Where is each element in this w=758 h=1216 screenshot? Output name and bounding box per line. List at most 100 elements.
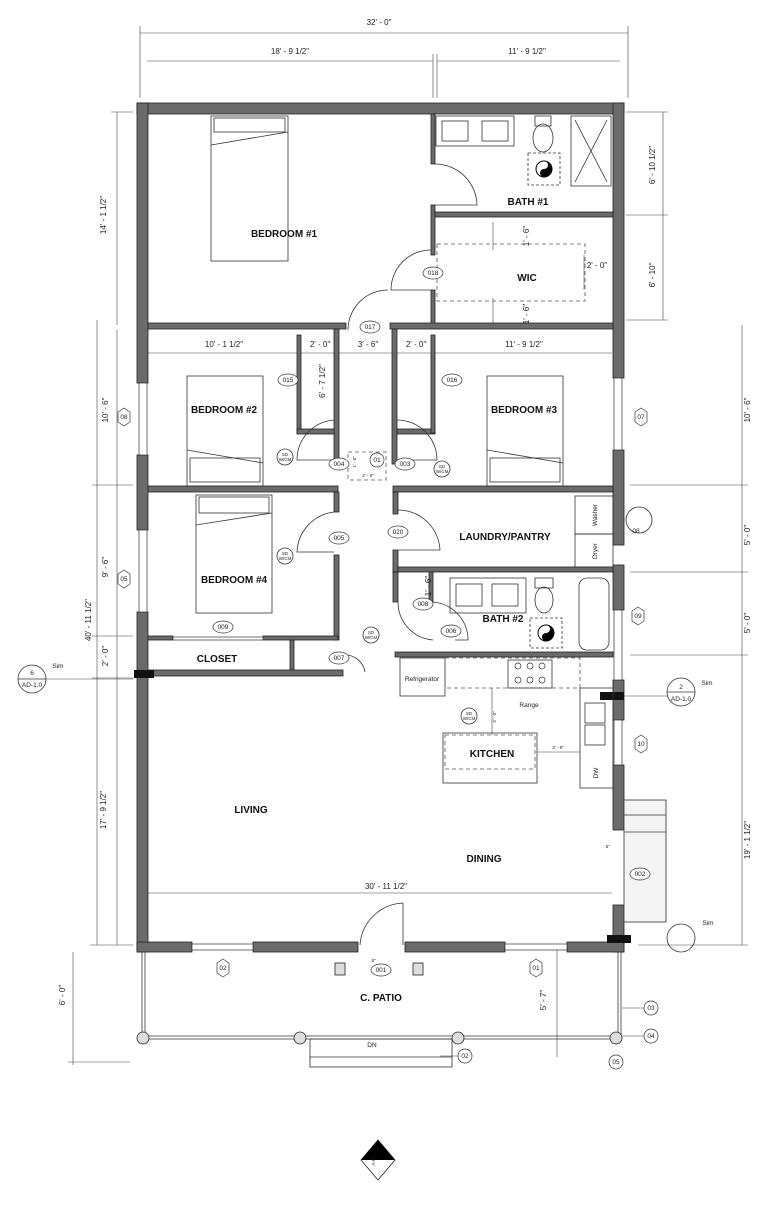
door-swings (296, 163, 478, 946)
dryer-label: Dryer (592, 542, 599, 559)
svg-text:5' - 0": 5' - 0" (743, 525, 752, 546)
svg-text:05: 05 (612, 1059, 620, 1066)
washer-label: Washer (592, 503, 599, 526)
window-tag: 08 (120, 414, 128, 421)
window-tag: 01 (532, 965, 540, 972)
room-bedroom3: BEDROOM #3 (491, 405, 558, 416)
svg-text:5' - 0": 5' - 0" (743, 613, 752, 634)
svg-text:04: 04 (647, 1033, 655, 1040)
room-wic: WIC (517, 273, 536, 284)
room-kitchen: KITCHEN (470, 749, 514, 760)
window-tag-labels: 08 07 05 09 10 02 01 08 (120, 414, 645, 972)
svg-text:Sim: Sim (701, 680, 712, 687)
window-tag: 02 (219, 965, 227, 972)
door-tag: 009 (218, 624, 229, 631)
svg-text:10' - 6": 10' - 6" (101, 397, 110, 422)
svg-text:03: 03 (647, 1005, 655, 1012)
svg-text:18' - 9 1/2": 18' - 9 1/2" (271, 47, 309, 56)
door-tag: 018 (428, 270, 439, 277)
room-bath2: BATH #2 (483, 614, 524, 625)
svg-text:SD: SD (368, 630, 375, 635)
svg-text:2' - 0": 2' - 0" (310, 340, 331, 349)
svg-text:19' - 1 1/2": 19' - 1 1/2" (743, 821, 752, 859)
svg-text:Sim: Sim (702, 920, 713, 927)
svg-text:.5": .5" (370, 958, 376, 963)
svg-text:9' - 6": 9' - 6" (101, 557, 110, 578)
svg-text:2' - 0": 2' - 0" (587, 261, 608, 270)
svg-text:6' - 0": 6' - 0" (58, 985, 67, 1006)
north-arrow-icon: A-0 (360, 1139, 396, 1181)
svg-text:Sim: Sim (52, 663, 63, 670)
svg-text:1' - 6": 1' - 6" (522, 226, 531, 247)
refrigerator-label: Refrigerator (405, 676, 440, 683)
door-tag: 020 (393, 529, 404, 536)
svg-text:AD-1.0: AD-1.0 (671, 696, 692, 703)
door-tag: 003 (400, 461, 411, 468)
room-laundry: LAUNDRY/PANTRY (459, 532, 551, 543)
svg-text:3' - 0": 3' - 0" (492, 711, 497, 723)
svg-text:02: 02 (461, 1053, 469, 1060)
smoke-detectors: SDW/CM SDW/CM SDW/CM SDW/CM SDW/CM (276, 448, 478, 725)
svg-text:A-0: A-0 (371, 1158, 376, 1166)
svg-text:30' - 11 1/2": 30' - 11 1/2" (365, 882, 407, 891)
window-tag: 05 (120, 576, 128, 583)
door-tag: 017 (365, 324, 376, 331)
svg-text:11' - 9 1/2": 11' - 9 1/2" (505, 340, 543, 349)
dimension-lines (68, 26, 748, 1065)
door-tag: 007 (334, 655, 345, 662)
svg-text:6: 6 (30, 670, 34, 677)
svg-text:6' - 10": 6' - 10" (648, 262, 657, 287)
room-bedroom2: BEDROOM #2 (191, 405, 258, 416)
room-bedroom1: BEDROOM #1 (251, 229, 318, 240)
svg-text:AD-1.0: AD-1.0 (22, 682, 43, 689)
room-bath1: BATH #1 (508, 197, 549, 208)
svg-text:W/CM: W/CM (365, 635, 378, 640)
svg-text:1' - 6": 1' - 6" (522, 304, 531, 325)
svg-text:2: 2 (679, 684, 683, 691)
door-tag: 002 (635, 871, 646, 878)
svg-text:10' - 6": 10' - 6" (743, 397, 752, 422)
svg-text:SD: SD (282, 551, 289, 556)
door-tag: 006 (446, 628, 457, 635)
svg-text:17' - 9 1/2": 17' - 9 1/2" (99, 791, 108, 829)
window-tags (117, 407, 648, 978)
svg-text:SD: SD (439, 464, 446, 469)
svg-text:W/CM: W/CM (279, 556, 292, 561)
section-marker-left: 6 AD-1.0 Sim (17, 663, 134, 694)
section-marker-right: 2 AD-1.0 Sim (624, 677, 713, 707)
stair-down-label: DN (367, 1042, 377, 1049)
svg-text:SD: SD (466, 711, 473, 716)
svg-text:10' - 1 1/2": 10' - 1 1/2" (205, 340, 243, 349)
svg-text:2' - 6": 2' - 6" (362, 473, 374, 478)
window-tag: 08 (632, 528, 640, 535)
fixtures (136, 115, 667, 1068)
svg-text:11' - 9 1/2": 11' - 9 1/2" (508, 47, 546, 56)
door-tag: 001 (376, 967, 387, 974)
svg-text:6' - 7 1/2": 6' - 7 1/2" (318, 364, 327, 398)
door-tag: 005 (334, 535, 345, 542)
window-tag: 10 (637, 741, 645, 748)
room-patio: C. PATIO (360, 993, 402, 1004)
dimension-text: 32' - 0" 18' - 9 1/2" 11' - 9 1/2" 14' -… (58, 18, 752, 1010)
svg-text:SD: SD (282, 452, 289, 457)
section-marker-lower: Sim (666, 920, 714, 953)
window-tag: 07 (637, 414, 645, 421)
door-tag: 008 (418, 601, 429, 608)
svg-text:2' - 0": 2' - 0" (406, 340, 427, 349)
door-tag: 015 (283, 377, 294, 384)
svg-text:.5": .5" (604, 844, 610, 849)
window-tag: 09 (634, 613, 642, 620)
svg-text:1' - 6": 1' - 6" (424, 576, 433, 597)
dw-label: DW (593, 767, 600, 779)
svg-text:3' - 6": 3' - 6" (358, 340, 379, 349)
appliance-labels: Refrigerator Range Washer Dryer DW SDW/C… (276, 448, 600, 779)
door-tags (212, 266, 651, 977)
walls (134, 102, 631, 953)
room-labels: BEDROOM #1 BATH #1 WIC BEDROOM #2 BEDROO… (191, 197, 558, 1004)
room-dining: DINING (467, 854, 502, 865)
room-living: LIVING (234, 805, 268, 816)
room-bedroom4: BEDROOM #4 (201, 575, 268, 586)
door-tag: 004 (334, 461, 345, 468)
room-closet: CLOSET (197, 654, 238, 665)
